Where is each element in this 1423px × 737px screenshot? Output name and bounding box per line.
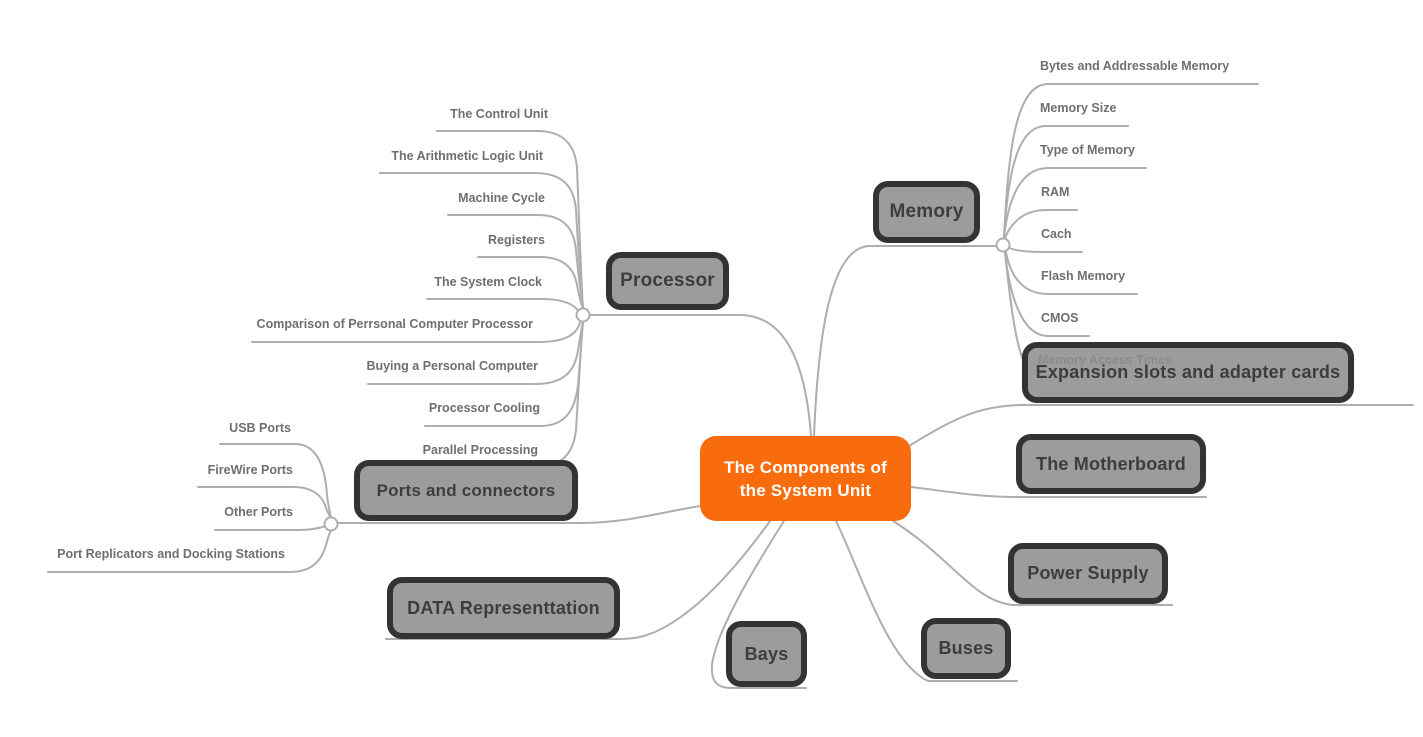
connector-memory-branch [813,245,998,437]
subtopic-bytes-addressable-memory[interactable]: Bytes and Addressable Memory [1040,59,1230,73]
subtopic-processor-cooling[interactable]: Processor Cooling [428,401,540,415]
collapse-handle-ports[interactable] [323,516,339,532]
collapse-handle-processor[interactable] [575,307,591,323]
subtopic-buying-personal-computer[interactable]: Buying a Personal Computer [366,359,538,373]
node-buses[interactable]: Buses [921,618,1011,679]
connector-other-ports [214,525,327,531]
node-memory[interactable]: Memory [873,181,980,243]
node-power-supply-label: Power Supply [1027,563,1149,583]
node-bays[interactable]: Bays [726,621,807,687]
connector-system-clock [426,298,579,312]
node-processor[interactable]: Processor [606,252,729,310]
node-power-supply[interactable]: Power Supply [1008,543,1168,604]
connector-flash-memory [1005,251,1138,295]
node-motherboard[interactable]: The Motherboard [1016,434,1206,494]
node-motherboard-label: The Motherboard [1036,453,1186,474]
node-buses-label: Buses [938,638,994,658]
node-ports-connectors-label: Ports and connectors [376,480,556,500]
connector-data-representation-branch [385,520,771,640]
connector-port-replicators [47,529,332,573]
node-data-representation-label: DATA Representtation [407,597,600,618]
subtopic-control-unit[interactable]: The Control Unit [450,107,548,121]
node-expansion-slots-label: Expansion slots and adapter cards [1035,362,1341,382]
connector-arithmetic-logic-unit [379,172,584,309]
subtopic-other-ports[interactable]: Other Ports [224,505,293,519]
connector-expansion-branch [908,404,1414,447]
connector-motherboard-branch [910,486,1207,498]
subtopic-port-replicators-docking[interactable]: Port Replicators and Docking Stations [57,547,285,561]
subtopic-machine-cycle[interactable]: Machine Cycle [458,191,545,205]
connector-usb-ports [219,443,332,518]
connector-type-of-memory [1003,167,1147,239]
connector-power-supply-branch [892,520,1173,606]
connector-buses-branch [835,520,1018,682]
subtopic-cmos[interactable]: CMOS [1041,311,1079,325]
subtopic-type-of-memory[interactable]: Type of Memory [1040,143,1135,157]
subtopic-firewire-ports[interactable]: FireWire Ports [207,463,293,477]
connector-bays-branch [710,520,807,689]
subtopic-flash-memory[interactable]: Flash Memory [1041,269,1126,283]
node-expansion-slots[interactable]: Expansion slots and adapter cards [1022,342,1354,403]
node-data-representation[interactable]: DATA Representtation [387,577,620,639]
subtopic-cach[interactable]: Cach [1041,227,1072,241]
subtopic-arithmetic-logic-unit[interactable]: The Arithmetic Logic Unit [391,149,543,163]
subtopic-memory-access-times[interactable]: Memory Access Times [1038,353,1173,367]
connector-firewire-ports [197,486,332,520]
connector-machine-cycle [447,214,584,309]
subtopic-comparison-processors[interactable]: Comparison of Perrsonal Computer Process… [256,317,533,331]
node-processor-label: Processor [620,270,715,291]
connector-memory-size [1003,125,1129,239]
connector-comparison [251,322,581,343]
collapse-handle-memory[interactable] [995,237,1011,253]
connector-cach [1007,246,1083,253]
central-topic-line1: The Components of [724,457,887,477]
node-bays-label: Bays [744,643,789,664]
subtopic-registers[interactable]: Registers [488,233,545,247]
subtopic-ram[interactable]: RAM [1041,185,1070,199]
connector-ram [1004,209,1078,239]
subtopic-usb-ports[interactable]: USB Ports [229,421,291,435]
subtopic-memory-size[interactable]: Memory Size [1040,101,1117,115]
node-ports-connectors[interactable]: Ports and connectors [354,460,578,521]
subtopic-parallel-processing[interactable]: Parallel Processing [422,443,538,457]
connector-ports-branch [337,505,701,524]
connector-registers [477,256,584,310]
central-topic-line2: the System Unit [739,480,872,500]
connector-processor-branch [588,314,812,437]
node-central-topic[interactable]: The Components of the System Unit [700,436,911,521]
node-memory-label: Memory [889,201,964,222]
subtopic-system-clock[interactable]: The System Clock [434,275,542,289]
